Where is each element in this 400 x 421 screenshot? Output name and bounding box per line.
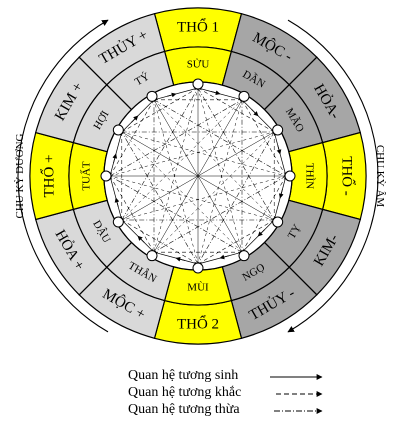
relation-arrow [211, 90, 221, 96]
legend-line-thua [274, 408, 323, 414]
duong-cycle-label: CHU KỲ DƯƠNG [14, 133, 26, 218]
relation-line [121, 175, 287, 221]
inner-label: MÙI [187, 282, 209, 294]
branch-node [100, 170, 112, 182]
relation-arrow [137, 235, 145, 243]
relation-arrow [219, 254, 229, 260]
branch-node [146, 90, 158, 102]
relation-line [109, 175, 155, 253]
inner-label: SỬU [187, 59, 210, 71]
relation-arrow [167, 92, 177, 98]
legend-label-sinh: Quan hệ tương sinh [128, 368, 239, 383]
relation-line [109, 175, 243, 253]
relation-arrow [175, 256, 185, 262]
legend-line-khac [276, 391, 323, 397]
inner-label: TUẤT [80, 161, 93, 191]
legend-row-khac: Quan hệ tương khắc [128, 385, 241, 401]
relation-line [153, 99, 243, 253]
relation-line [121, 131, 199, 265]
outer-label: THỔ 2 [177, 315, 219, 333]
relation-line [153, 99, 199, 265]
relation-line [109, 99, 243, 177]
branch-node [272, 124, 284, 136]
relation-line [121, 131, 243, 253]
relation-arrow [131, 115, 139, 123]
relation-arrow [114, 197, 120, 207]
relation-line [153, 87, 199, 253]
branch-node [192, 262, 204, 274]
legend-row-sinh: Quan hệ tương sinh [128, 368, 238, 384]
outer-label: THỔ + [40, 154, 58, 197]
inner-label: THÌN [304, 163, 316, 189]
relation-line [109, 99, 155, 177]
outer-label: THỔ - [339, 156, 357, 196]
relation-arrow [251, 109, 259, 117]
legend-label-khac: Quan hệ tương khắc [128, 385, 242, 400]
relation-arrow [257, 229, 265, 237]
relation-line [121, 87, 199, 133]
duong-cycle-arrow [17, 19, 109, 333]
relation-line [109, 175, 275, 221]
relation-network [100, 78, 296, 274]
outer-label: THỔ 1 [177, 18, 219, 36]
branch-node [238, 90, 250, 102]
cycle-arcs: CHU KỲ DƯƠNG CHU KỲ ÂM [14, 19, 386, 333]
am-cycle-label: CHU KỲ ÂM [374, 145, 386, 208]
relation-arrow [112, 153, 118, 163]
relation-line [197, 99, 243, 265]
relation-line [197, 87, 275, 221]
relation-arrow [276, 145, 282, 155]
relation-line [153, 131, 275, 253]
relation-line [197, 131, 275, 265]
relation-line [121, 99, 243, 221]
relation-line [153, 175, 287, 253]
relation-line [153, 99, 287, 177]
relation-arrow [278, 189, 284, 199]
legend-row-thua: Quan hệ tương thừa [128, 402, 240, 418]
relation-line [121, 131, 287, 177]
legend-label-thua: Quan hệ tương thừa [128, 402, 240, 417]
branch-node [284, 170, 296, 182]
relation-line [121, 87, 199, 221]
branch-node [238, 250, 250, 262]
legend-line-sinh [270, 374, 323, 380]
branch-node [112, 216, 124, 228]
relation-line [121, 219, 199, 265]
relation-line [153, 99, 275, 221]
branch-node [192, 78, 204, 90]
branch-node [112, 124, 124, 136]
relation-line [109, 131, 275, 177]
am-cycle-arrow [287, 19, 379, 333]
branch-node [146, 250, 158, 262]
branch-node [272, 216, 284, 228]
relation-line [197, 87, 243, 253]
